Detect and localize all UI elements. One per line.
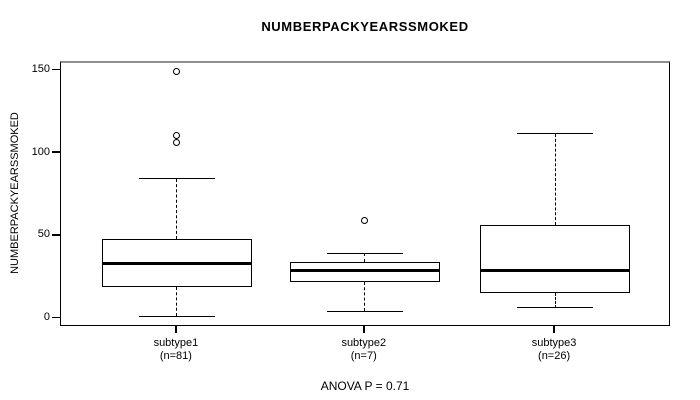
group-name: subtype1 <box>153 337 199 349</box>
anova-annotation: ANOVA P = 0.71 <box>320 379 410 393</box>
group-name: subtype3 <box>531 337 577 349</box>
x-axis-tick <box>363 326 365 333</box>
outlier-point <box>173 67 181 75</box>
y-axis-tick-label: 100 <box>31 145 50 158</box>
lower-whisker-line <box>364 281 366 312</box>
lower-whisker-cap <box>326 310 403 312</box>
x-axis-group-label: subtype2(n=7) <box>341 337 386 363</box>
chart-title: NUMBERPACKYEARSSMOKED <box>261 19 469 34</box>
upper-whisker-line <box>176 178 178 239</box>
iqr-box <box>480 225 631 294</box>
x-axis-group-label: subtype3(n=26) <box>532 337 577 363</box>
group-count: (n=7) <box>350 350 377 362</box>
upper-whisker-line <box>364 253 366 262</box>
x-axis-tick <box>553 326 555 333</box>
group-count: (n=81) <box>159 350 192 362</box>
lower-whisker-cap <box>517 307 594 309</box>
y-axis-tick <box>52 68 60 71</box>
upper-whisker-cap <box>138 178 215 180</box>
median-line <box>480 268 631 272</box>
y-axis-tick-label: 50 <box>37 228 50 241</box>
x-axis-group-label: subtype1(n=81) <box>154 337 199 363</box>
y-axis-tick <box>52 234 60 236</box>
plot-area <box>60 61 670 326</box>
outlier-point <box>173 139 181 146</box>
upper-whisker-cap <box>517 133 594 135</box>
y-axis-title: NUMBERPACKYEARSSMOKED <box>9 112 21 274</box>
x-axis-tick <box>175 326 177 333</box>
median-line <box>101 261 252 265</box>
upper-whisker-cap <box>326 252 403 254</box>
y-axis-tick <box>52 316 60 319</box>
outlier-point <box>173 132 181 140</box>
y-axis-tick-label: 150 <box>31 62 50 75</box>
group-count: (n=26) <box>538 350 571 362</box>
group-name: subtype2 <box>341 337 387 349</box>
lower-whisker-cap <box>138 315 215 317</box>
iqr-box <box>289 261 440 282</box>
outlier-point <box>361 216 369 224</box>
lower-whisker-line <box>176 286 178 317</box>
lower-whisker-line <box>554 293 556 309</box>
y-axis-tick-label: 0 <box>43 311 50 324</box>
median-line <box>289 268 440 272</box>
y-axis-tick <box>52 151 60 153</box>
upper-whisker-line <box>554 134 556 226</box>
